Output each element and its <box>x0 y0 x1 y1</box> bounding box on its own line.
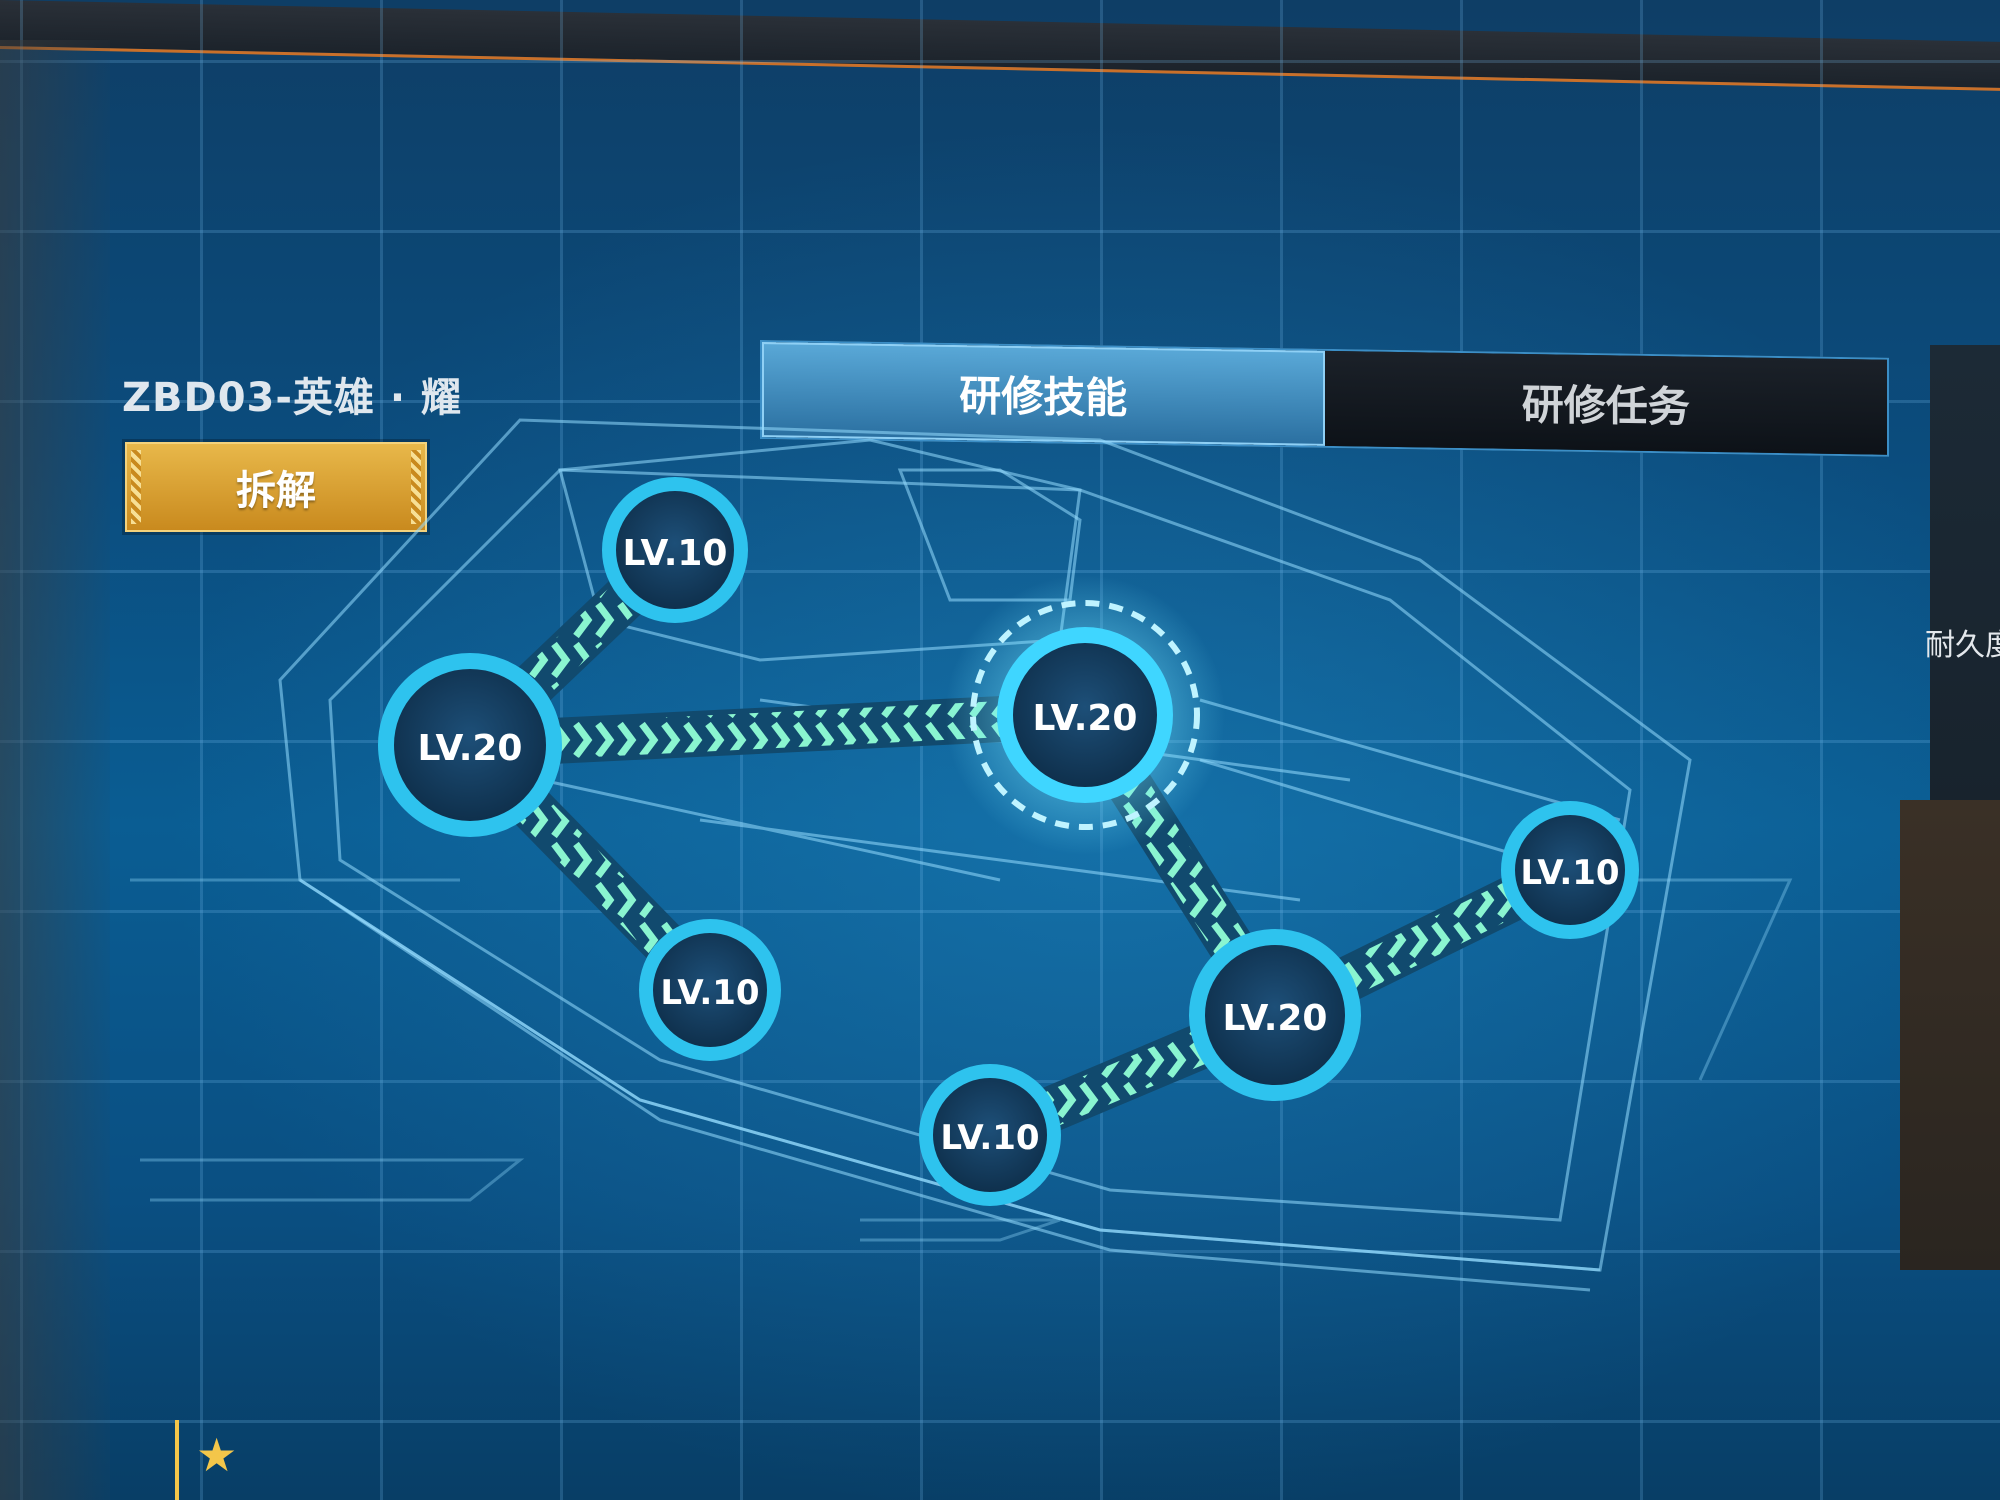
floor-lines <box>130 878 1793 1242</box>
skill-node-level: LV.20 <box>418 728 523 769</box>
rank-badge <box>175 1420 259 1500</box>
skill-node-level: LV.20 <box>1223 998 1328 1039</box>
skill-node-level: LV.10 <box>940 1118 1039 1158</box>
skill-node-selected[interactable]: LV.20 <box>945 575 1225 855</box>
skill-node[interactable]: LV.20 <box>1189 929 1361 1101</box>
skill-node[interactable]: LV.10 <box>639 919 781 1061</box>
vehicle-name: ZBD03-英雄 · 耀 <box>122 375 463 421</box>
skill-node[interactable]: LV.10 <box>919 1064 1061 1206</box>
skill-node-level: LV.10 <box>623 533 728 574</box>
skill-node-level: LV.10 <box>1520 853 1619 893</box>
star-icon: ★ <box>196 1428 238 1482</box>
durability-label: 耐久度 <box>1925 628 2000 663</box>
skill-node-level: LV.20 <box>1033 698 1138 739</box>
skill-node-level: LV.10 <box>660 973 759 1013</box>
skill-node[interactable]: LV.10 <box>1501 801 1639 939</box>
window-bezel <box>0 40 110 1500</box>
skill-node[interactable]: LV.20 <box>378 653 562 837</box>
side-panel-strip <box>1900 800 2000 1270</box>
dismantle-button[interactable]: 拆解 <box>125 442 427 532</box>
skill-node[interactable]: LV.10 <box>602 477 748 623</box>
